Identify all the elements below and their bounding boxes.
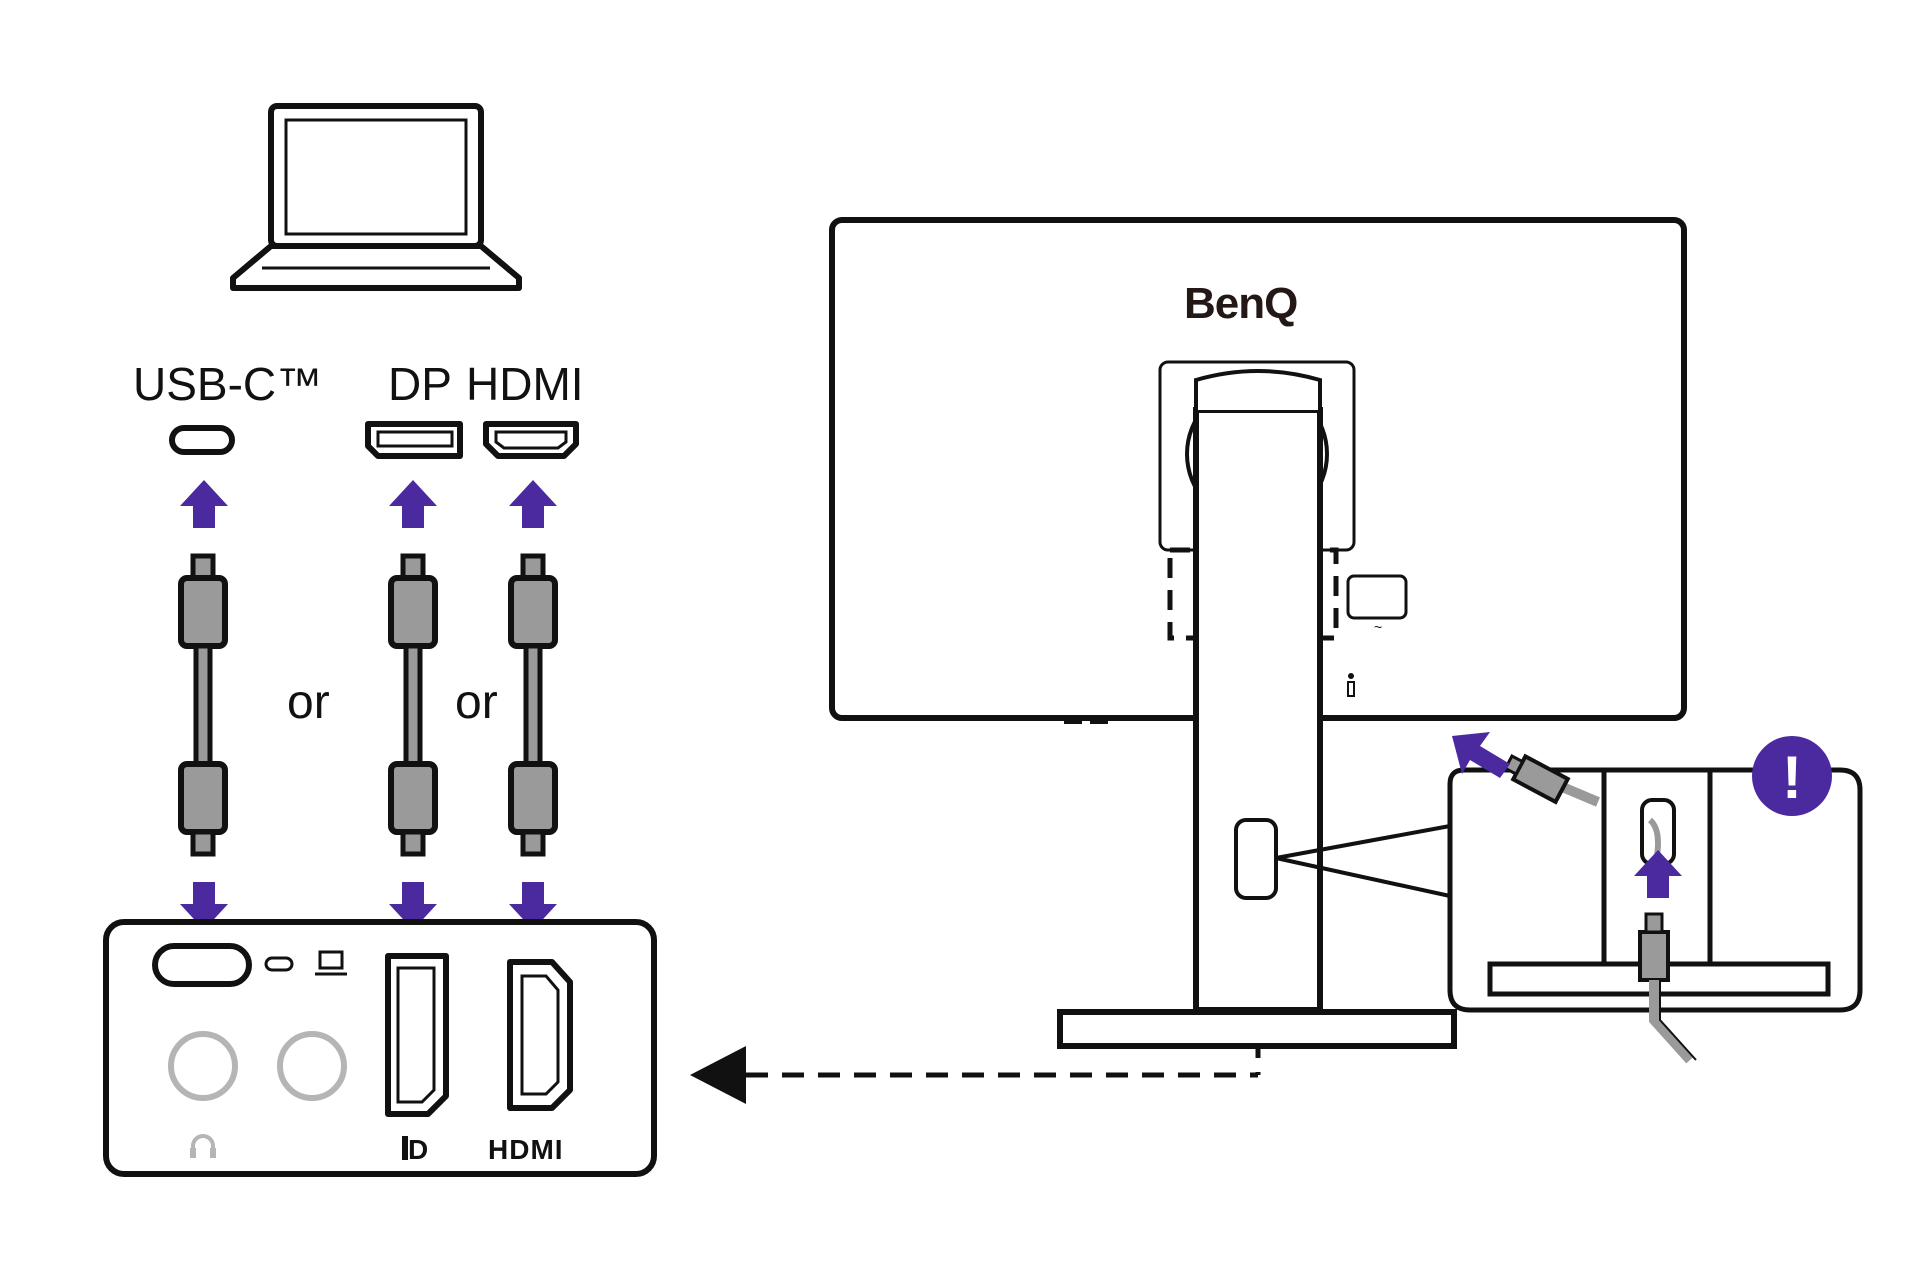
arrow-up-dp (389, 480, 437, 528)
panel-dp-port (385, 953, 449, 1117)
laptop-symbol-icon (315, 950, 347, 976)
svg-text:!: ! (1782, 744, 1802, 811)
hdmi-cable (511, 556, 555, 854)
arrow-up-left-callout (1452, 732, 1510, 778)
audio-jack-2 (277, 1031, 347, 1101)
io-panel: D HDMI (103, 919, 657, 1177)
hdmi-symbol-label: HDMI (488, 1134, 564, 1165)
arrow-up-hdmi (509, 480, 557, 528)
warning-icon: ! (1752, 736, 1832, 816)
svg-text:D: D (408, 1134, 428, 1165)
usbc-label: USB-C™ (133, 358, 322, 410)
usbc-cable (181, 556, 225, 854)
arrow-up-usbc (180, 480, 228, 528)
usbc-port-icon (169, 425, 235, 455)
audio-jack-1 (168, 1031, 238, 1101)
laptop-icon (230, 103, 522, 291)
cable-routing-callout (1447, 732, 1863, 1064)
cable-clip (1234, 818, 1278, 900)
dp-label: DP (388, 358, 452, 410)
panel-usbc-port (152, 943, 252, 987)
usbc-symbol-icon (264, 956, 294, 972)
headphone-icon (190, 1134, 216, 1158)
svg-text:~: ~ (1374, 619, 1382, 635)
brand-logo: BenQ (1184, 279, 1297, 328)
or-label-2: or (455, 676, 498, 729)
dp-symbol-icon: D (402, 1134, 428, 1165)
panel-hdmi-port (507, 959, 573, 1111)
or-label-1: or (287, 676, 330, 729)
monitor-stand (1057, 369, 1457, 1049)
hdmi-label: HDMI (466, 358, 584, 410)
dp-cable (391, 556, 435, 854)
dp-port-icon (365, 421, 463, 459)
hdmi-port-icon (483, 421, 579, 459)
